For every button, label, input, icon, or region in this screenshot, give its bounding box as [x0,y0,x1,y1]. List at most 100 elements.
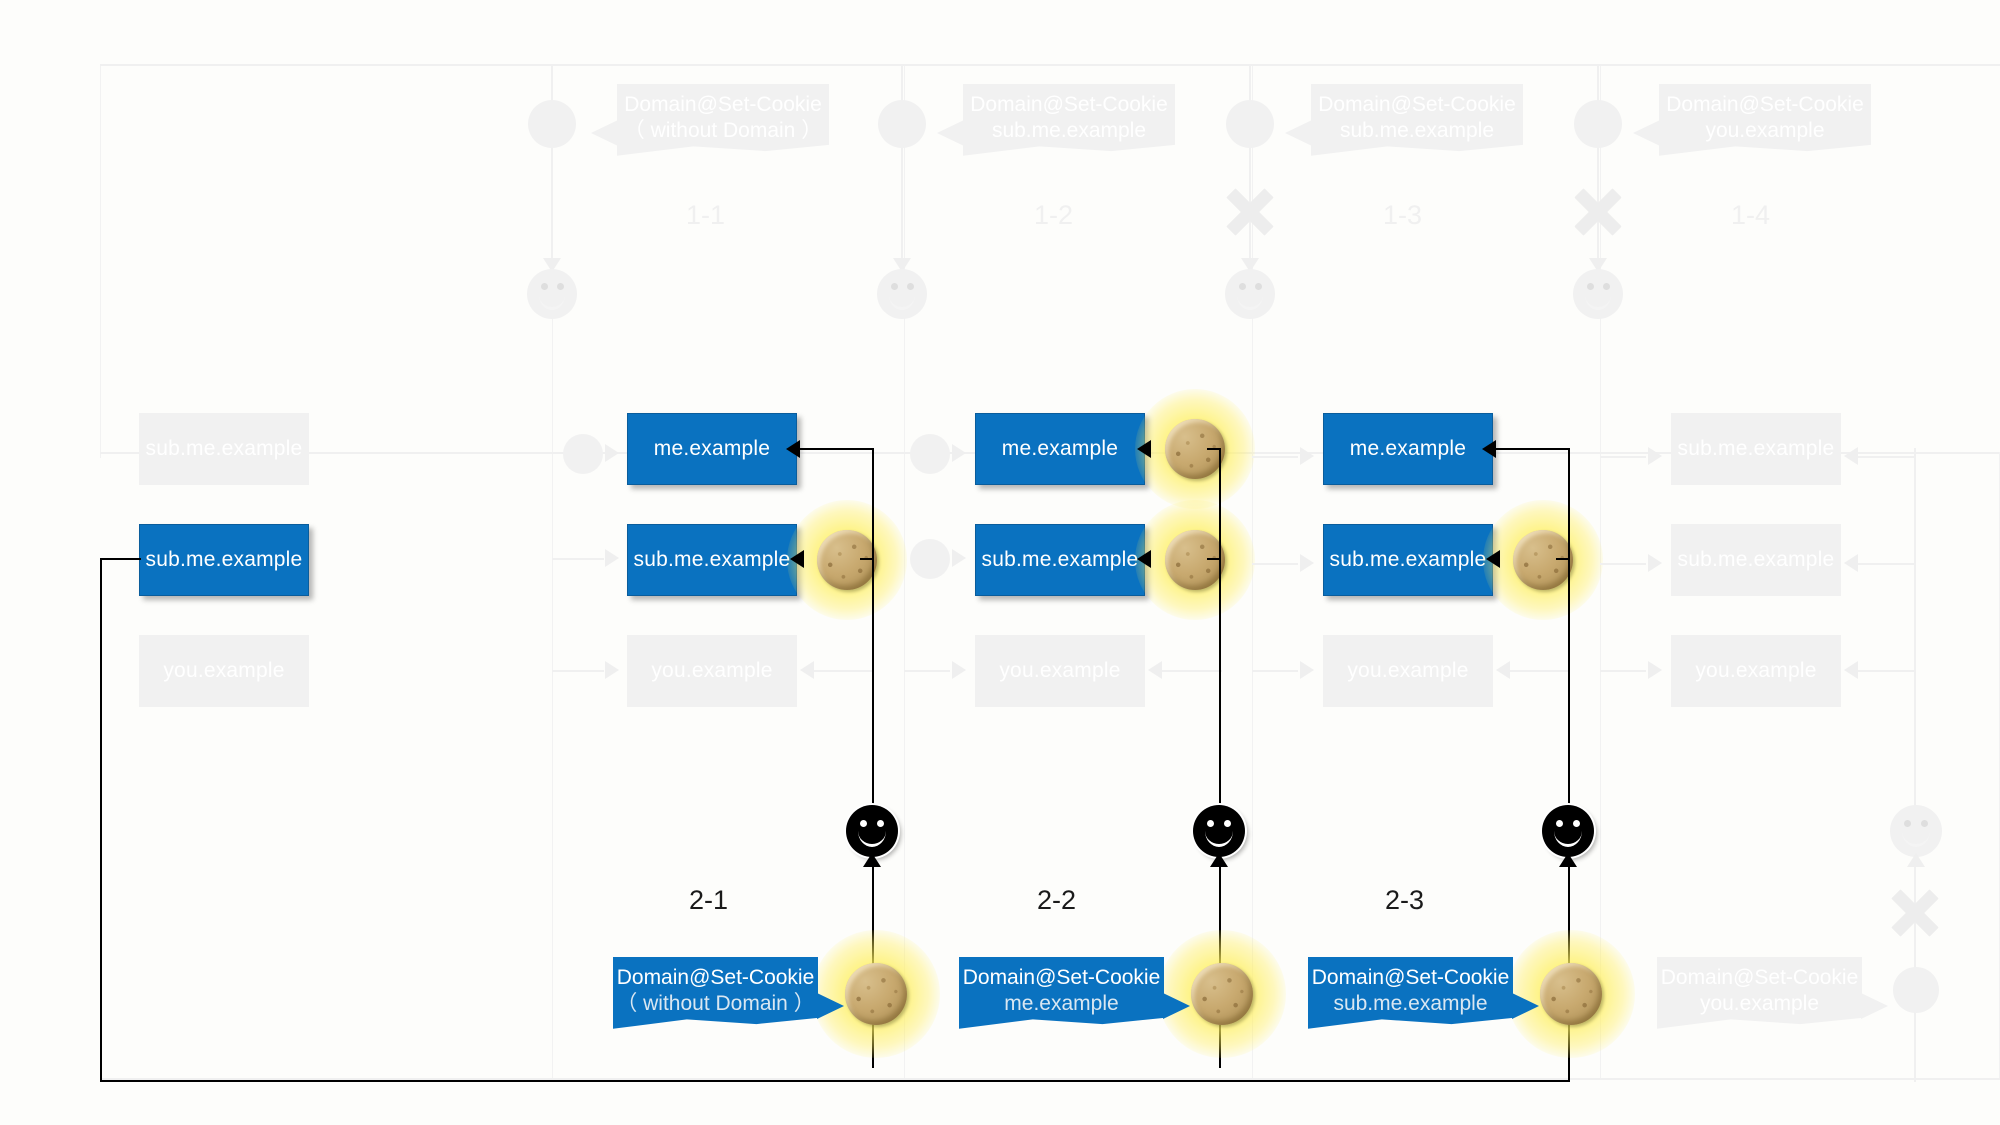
col3-host-box-1[interactable]: sub.me.example [1323,524,1493,596]
col2-deliver-vline [1219,448,1221,1068]
top-line-3 [1249,64,1251,314]
top-step-label-2: 1-2 [1034,200,1074,230]
col1-out-line-2 [814,670,874,672]
col3-in-arrow-2 [1300,661,1314,679]
col3-cookie-1[interactable] [1513,530,1573,590]
host-label: you.example [651,659,773,682]
col1-deliver-arrow-0 [786,440,800,458]
col4-out-arrow-0 [1844,447,1858,465]
smiley-mouth [1902,828,1930,847]
col3-in-line-2 [1252,670,1298,672]
callout-line1: Domain@Set-Cookie [970,93,1168,117]
col3-in-line-1 [1252,563,1298,565]
bottom-step-label-2: 2-2 [1037,885,1077,915]
col2-in-arrow-0 [952,444,966,462]
col3-host-box-0[interactable]: me.example [1323,413,1493,485]
host-label: me.example [1001,437,1119,460]
smiley-eye-left [1207,819,1215,827]
callout-line2: sub.me.example [1333,992,1488,1015]
col2-node-1 [910,539,950,579]
col3-in-arrow-0 [1300,447,1314,465]
col1-in-arrow-2 [605,661,619,679]
col4-deliver-vline [1914,448,1916,1082]
smiley-mouth [858,828,886,847]
col1-cookie-1[interactable] [817,530,877,590]
col1-bottom-cookie[interactable] [845,963,907,1025]
origin-return-bottom-rail [100,1080,1570,1082]
callout-pointer [937,119,964,146]
col4-out-arrow-2 [1844,661,1858,679]
col3-deliver-arrow-0 [1482,440,1496,458]
col4-in-line-0 [1600,456,1646,458]
col4-in-line-1 [1600,563,1646,565]
origin-host-box-1[interactable]: sub.me.example [139,524,309,596]
callout-line2: （ without Domain ） [623,119,823,142]
host-label: sub.me.example [145,437,303,460]
col3-host-box-2: you.example [1323,635,1493,707]
top-callout-3: Domain@Set-Cookie sub.me.example [1285,84,1523,162]
col1-deliver-mid-hline [860,558,874,560]
col3-smiley[interactable] [1542,805,1594,857]
bottom-callout-1[interactable]: Domain@Set-Cookie （ without Domain ） [613,957,844,1035]
top-node-server-1 [528,100,576,148]
top-smiley-1 [527,269,577,319]
smiley-mouth [1205,828,1233,847]
bottom-callout-3[interactable]: Domain@Set-Cookie sub.me.example [1308,957,1539,1035]
bottom-step-label-1: 2-1 [689,885,729,915]
col4-out-line-1 [1858,563,1914,565]
smiley-eye-right [1572,819,1580,827]
col2-host-box-0[interactable]: me.example [975,413,1145,485]
host-label: sub.me.example [633,548,791,571]
col2-host-box-1[interactable]: sub.me.example [975,524,1145,596]
callout-line2: sub.me.example [991,119,1147,142]
smiley-eye-right [906,283,914,290]
top-node-server-3 [1226,100,1274,148]
col4-in-arrow-2 [1648,661,1662,679]
col4-in-arrow-0 [1648,447,1662,465]
col4-request-arrow [1907,853,1925,867]
callout-line2: sub.me.example [1339,119,1495,142]
callout-pointer [1633,119,1660,146]
callout-line2: you.example [1705,119,1825,142]
smiley-eye-left [540,283,548,290]
callout-line1: Domain@Set-Cookie [962,966,1161,990]
top-arrow-3 [1241,258,1259,272]
col2-deliver-arrow-1 [1137,550,1151,568]
col2-smiley[interactable] [1193,805,1245,857]
top-step-label-4: 1-4 [1731,200,1771,230]
smiley-eye-right [876,819,884,827]
col2-deliver-top-hline [1207,448,1221,450]
col4-block-x [1888,886,1942,940]
callout-line1: Domain@Set-Cookie [1660,966,1859,990]
panel-bottom-rule [100,1078,2000,1080]
col4-host-box-0: sub.me.example [1671,413,1841,485]
col4-host-box-2: you.example [1671,635,1841,707]
top-callout-1: Domain@Set-Cookie （ without Domain ） [591,84,829,162]
col4-bottom-node [1893,967,1939,1013]
col1-in-line-2 [552,670,604,672]
smiley-eye-right [1920,819,1928,827]
smiley-eye-right [556,283,564,290]
top-arrow-4 [1589,258,1607,272]
col2-deliver-mid-hline [1207,558,1221,560]
top-node-server-4 [1574,100,1622,148]
callout-line1: Domain@Set-Cookie [616,966,815,990]
col1-deliver-arrow-1 [790,550,804,568]
col2-cookie-1[interactable] [1165,530,1225,590]
callout-line1: Domain@Set-Cookie [1311,966,1510,990]
col2-bottom-cookie[interactable] [1191,963,1253,1025]
col1-smiley[interactable] [846,805,898,857]
col3-deliver-top-hline [1496,448,1570,450]
callout-pointer [1163,992,1190,1019]
origin-return-vline [100,558,102,1082]
col3-in-line-0 [1252,456,1298,458]
col2-in-arrow-1 [952,549,966,567]
col1-host-box-0[interactable]: me.example [627,413,797,485]
host-label: me.example [1349,437,1467,460]
background-panel-left [100,64,552,458]
bottom-callout-2[interactable]: Domain@Set-Cookie me.example [959,957,1190,1035]
col1-host-box-1[interactable]: sub.me.example [627,524,797,596]
col3-bottom-cookie[interactable] [1540,963,1602,1025]
smiley-eye-left [860,819,868,827]
